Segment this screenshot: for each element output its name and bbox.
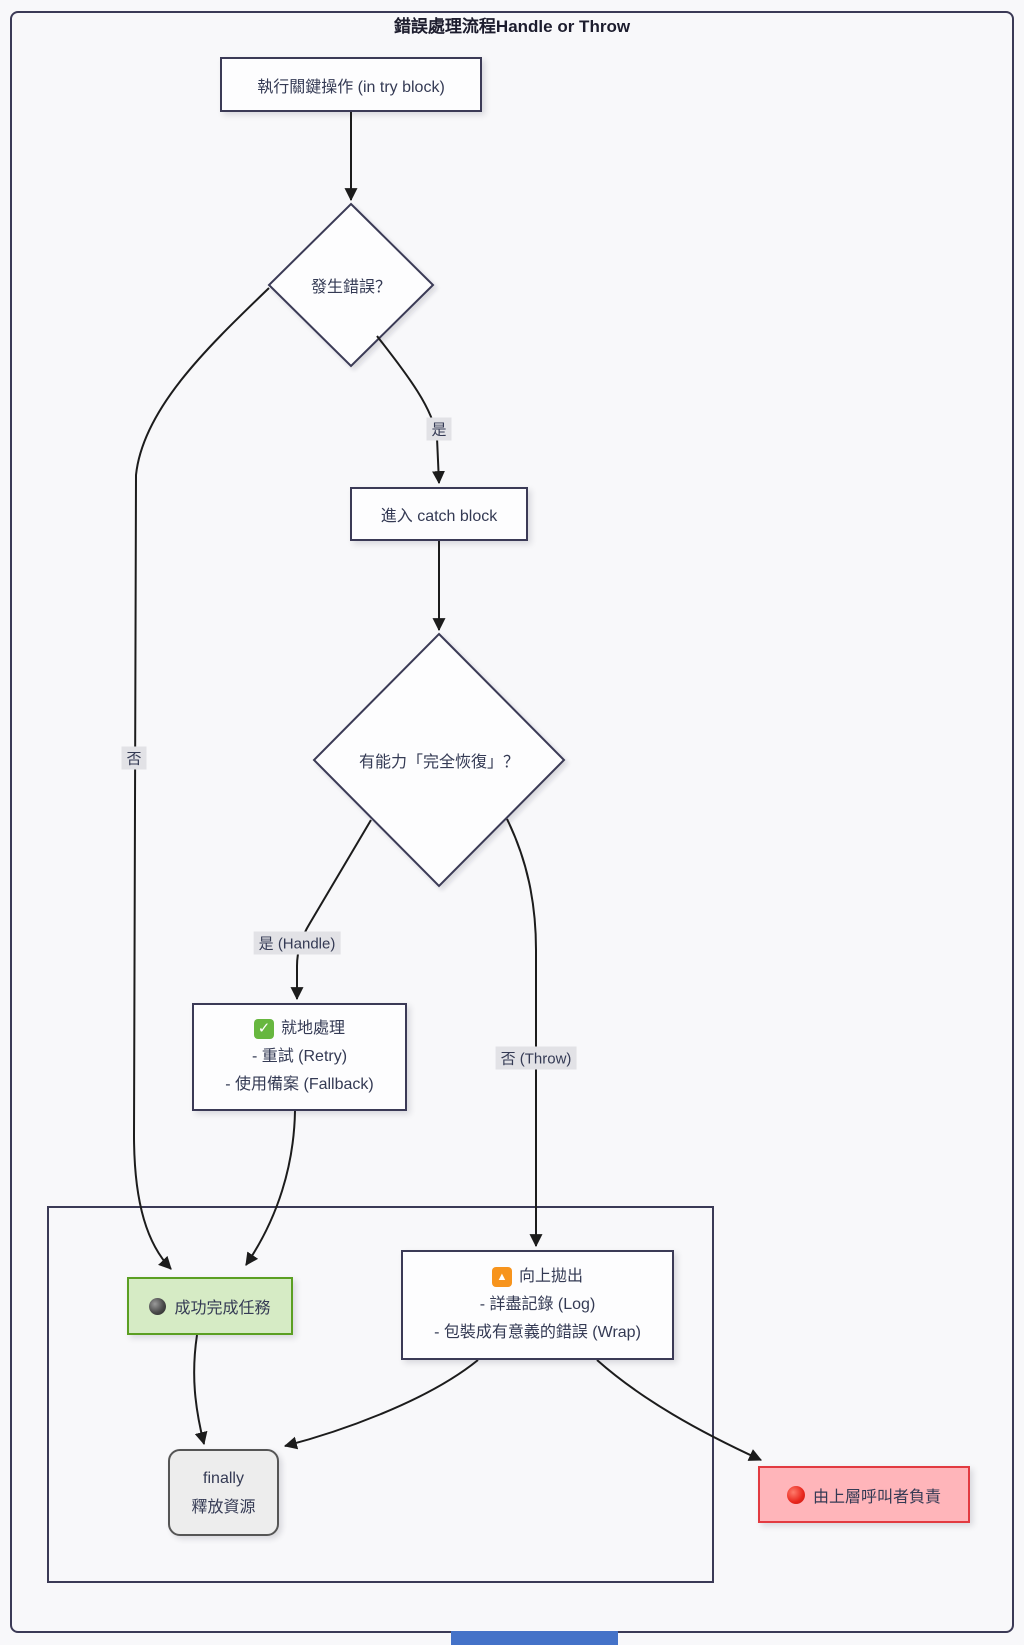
edge-recover-yes-to-handle [290,819,372,1001]
edge-label-yes-handle: 是 (Handle) [253,931,341,955]
node-error-check-label: 發生錯誤？ [310,279,392,296]
throw-up-item-log: - 詳盡記錄 (Log) [479,1296,596,1313]
dark-circle-icon [149,1297,167,1315]
edge-label-no-throw: 否 (Throw) [495,1046,577,1070]
bottom-cropped-blue-bar [451,1631,618,1645]
edge-label-no: 否 [121,746,147,770]
edge-throw-to-finally [283,1359,479,1450]
handle-local-item-retry: - 重試 (Retry) [251,1048,348,1065]
node-throw-up: ▲ 向上拋出 - 詳盡記錄 (Log) - 包裝成有意義的錯誤 (Wrap) [401,1250,674,1360]
throw-up-item-wrap: - 包裝成有意義的錯誤 (Wrap) [434,1324,641,1341]
node-handle-local: ✓ 就地處理 - 重試 (Retry) - 使用備案 (Fallback) [192,1003,407,1111]
edge-label-yes: 是 [426,417,452,441]
node-finally-line1: finally [203,1469,244,1487]
edge-error-check-no-to-success [132,287,270,1270]
handle-local-title-line: ✓ 就地處理 [253,1015,345,1043]
recover-check-diamond [312,632,566,888]
node-success-label: 成功完成任務 [174,1300,271,1317]
node-try-block: 執行關鍵操作 (in try block) [220,57,482,112]
node-success: 成功完成任務 [127,1277,293,1335]
node-try-block-label: 執行關鍵操作 (in try block) [257,78,445,96]
node-catch-block-label: 進入 catch block [380,508,498,525]
handle-local-item-fallback: - 使用備案 (Fallback) [225,1076,374,1093]
subgraph-box [47,1206,714,1583]
node-caller-responsible: 由上層呼叫者負責 [758,1466,970,1523]
throw-up-title-line: ▲ 向上拋出 [491,1263,583,1291]
node-caller-label: 由上層呼叫者負責 [812,1488,941,1506]
error-check-diamond [267,202,435,368]
node-finally-line2: 釋放資源 [191,1498,256,1516]
diagram-title: 錯誤處理流程Handle or Throw [393,17,631,36]
edge-handle-to-success [245,1110,296,1266]
handle-local-title: 就地處理 [280,1020,345,1037]
node-catch-block: 進入 catch block [350,487,528,541]
edge-success-to-finally [193,1334,208,1446]
green-check-icon: ✓ [253,1019,274,1039]
orange-up-triangle-icon: ▲ [491,1267,512,1287]
node-recover-check-label: 有能力「完全恢復」？ [358,754,520,771]
edge-recover-no-to-throw [506,818,543,1248]
throw-up-title: 向上拋出 [518,1268,583,1285]
red-circle-icon [786,1485,805,1504]
edge-error-check-yes-to-catch [376,335,445,485]
edge-throw-to-caller [596,1359,762,1461]
node-finally: finally 釋放資源 [168,1449,279,1536]
